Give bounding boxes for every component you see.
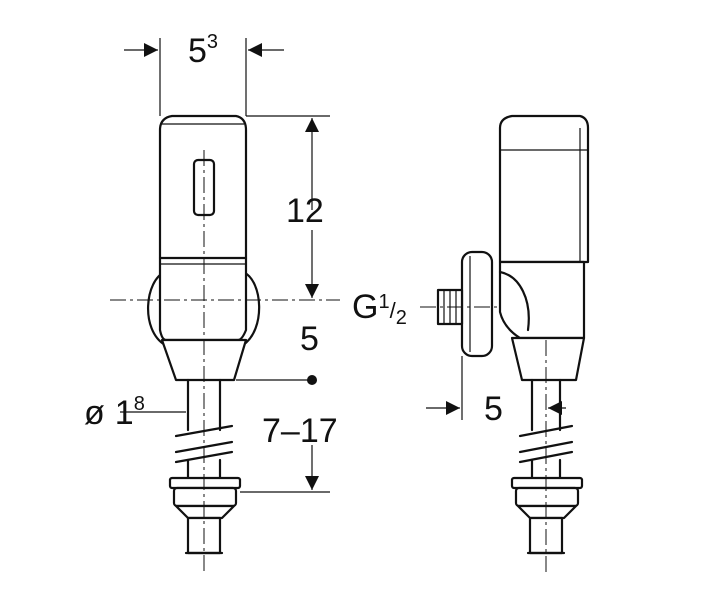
gap-dim-label: 5	[300, 320, 319, 358]
side-flange	[460, 250, 494, 358]
front-view	[110, 114, 340, 575]
offset-dim-label: 5	[484, 390, 503, 428]
width-dim-label: 53	[188, 31, 218, 70]
front-pipe	[186, 378, 222, 490]
side-outlet	[510, 336, 586, 382]
height-dim-label: 12	[286, 192, 324, 230]
side-view	[420, 114, 590, 575]
pipe-range-dim-label: 7–17	[262, 412, 338, 450]
front-nut	[168, 476, 242, 555]
side-elbow	[498, 260, 586, 340]
front-body	[158, 114, 248, 342]
side-nut	[510, 476, 584, 555]
side-body	[498, 114, 590, 264]
thread-label: G1/2	[352, 288, 407, 329]
side-dimensions: G1/2 5	[352, 288, 566, 428]
